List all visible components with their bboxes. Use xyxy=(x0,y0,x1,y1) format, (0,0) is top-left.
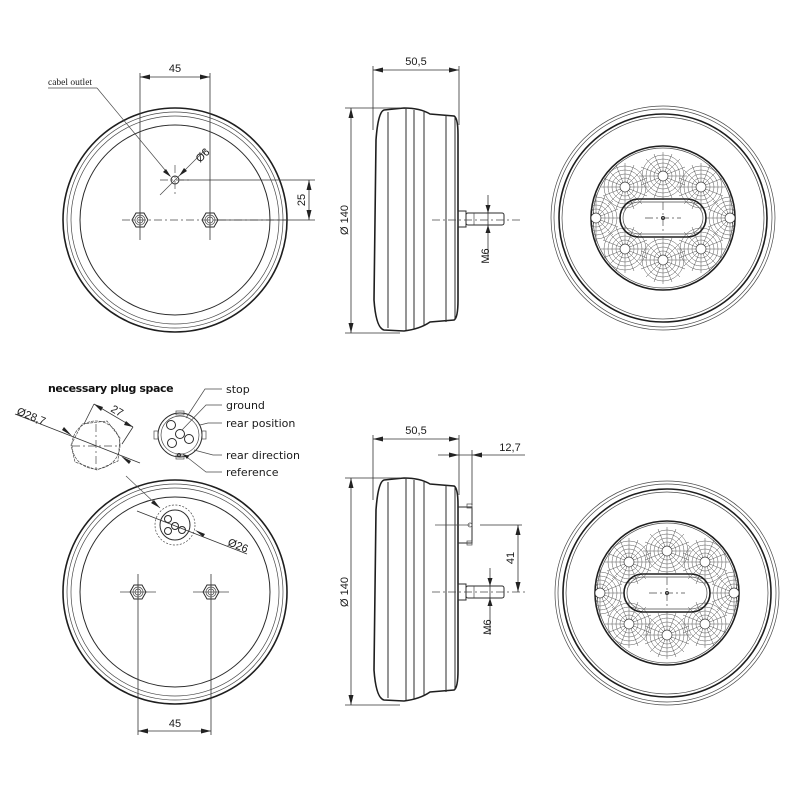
pin-label-rear-position: rear position xyxy=(226,417,295,430)
plug-space-detail: necessary plug space Ø28,7 27 xyxy=(14,382,300,479)
plug-width-label: 27 xyxy=(109,403,126,420)
pin-icon xyxy=(184,434,194,444)
diameter-label: Ø 140 xyxy=(339,205,351,235)
pin-label-rear-direction: rear direction xyxy=(226,449,300,462)
cable-outlet-label: cabel outlet xyxy=(48,78,92,88)
thread-label: M6 xyxy=(480,248,492,263)
diameter-label: Ø 140 xyxy=(339,577,351,607)
bottom-rear-view: Ø26 45 xyxy=(62,475,288,735)
center-window xyxy=(623,573,711,613)
pin-label-ground: ground xyxy=(226,399,265,412)
hole-spacing-label: 45 xyxy=(169,63,181,75)
plug-diameter-label: Ø28,7 xyxy=(15,406,47,428)
thread-label: M6 xyxy=(482,619,494,634)
pin-icon xyxy=(175,429,185,439)
hole-spacing-label: 45 xyxy=(169,718,181,730)
socket-offset-label: 41 xyxy=(505,552,517,564)
socket-depth-label: 12,7 xyxy=(499,442,520,454)
socket-diameter-label: Ø26 xyxy=(226,537,250,556)
top-rear-view: 45 cabel outlet Ø6 25 xyxy=(48,63,315,333)
bottom-side-view: M6 41 50,5 12,7 Ø 140 xyxy=(339,425,525,706)
bottom-front-view xyxy=(554,480,780,706)
plug-space-title: necessary plug space xyxy=(48,382,173,395)
pin-icon xyxy=(166,420,176,430)
top-side-view: M6 50,5 Ø 140 xyxy=(339,56,520,334)
pin-icon xyxy=(167,438,177,448)
outlet-offset-label: 25 xyxy=(296,194,308,206)
pin-label-stop: stop xyxy=(226,383,250,396)
center-window xyxy=(619,198,707,238)
depth-label: 50,5 xyxy=(405,56,426,68)
depth-label: 50,5 xyxy=(405,425,426,437)
pin-label-reference: reference xyxy=(226,466,279,479)
top-front-view xyxy=(550,105,776,331)
